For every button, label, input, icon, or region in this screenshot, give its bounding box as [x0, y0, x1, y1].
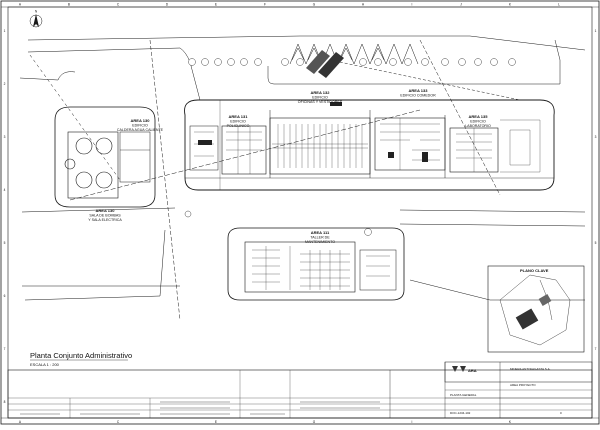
dark-fixtures [198, 102, 428, 162]
grid-row-label: 2 [4, 82, 6, 86]
row-labels-right: 1 3 5 7 [595, 29, 597, 351]
grid-col-label: H [362, 3, 365, 7]
grid-col-label: I [412, 420, 413, 424]
area-label-clinic: AREA 131 [229, 114, 249, 119]
area-label-boiler-l2: EDIFICIO [132, 124, 148, 128]
grid-row-label: 1 [595, 29, 597, 33]
project-name: AREA PROYECTO [510, 383, 536, 387]
grid-col-label: G [313, 3, 316, 7]
client-name: MINERA ANTOFAGASTA S.A. [510, 367, 551, 371]
grid-col-label: C [117, 420, 120, 424]
title-block: ARA MINERA ANTOFAGASTA S.A. AREA PROYECT… [7, 361, 593, 419]
workshop-interiors [252, 246, 390, 290]
key-plan: PLANO CLAVE [487, 265, 585, 353]
grid-col-label: J [460, 3, 462, 7]
area-label-workshop-l2: TALLER DE [310, 236, 330, 240]
area-label-pumps-l3: Y SALA ELECTRICA [88, 218, 122, 222]
key-plan-title: PLANO CLAVE [520, 268, 549, 273]
area-label-offices-l3: OFICINAS Y VESTIDORES [298, 100, 343, 104]
area-label-workshop: AREA 111 [311, 230, 330, 235]
grid-col-label: B [68, 3, 70, 7]
row-labels-left: 1 2 3 4 5 6 7 8 [4, 29, 6, 404]
grid-col-label: I [412, 3, 413, 7]
grid-col-label: E [215, 3, 217, 7]
area-label-lab: AREA 135 [469, 114, 489, 119]
area-label-offices: AREA 132 [311, 90, 331, 95]
grid-bubbles [184, 58, 516, 236]
area-label-lab-l2: EDIFICIO [470, 120, 486, 124]
area-label-clinic-l3: POLICLINICO [227, 124, 250, 128]
area-label-dining: AREA 133 [409, 88, 429, 93]
revision-number: 0 [560, 411, 562, 415]
area-label-boiler-l3: CALDERA AGUA CALIENTE [117, 128, 164, 132]
grid-row-label: 5 [4, 241, 6, 245]
area-label-dining-l2: EDIFICIO COMEDOR [400, 94, 436, 98]
boiler-building [54, 106, 156, 208]
column-labels-top: A B C D E F G H I J K L [19, 3, 560, 7]
main-building [184, 99, 555, 191]
grid-col-label: K [509, 420, 512, 424]
hatched-parking-block [306, 50, 344, 78]
company-logo-text: ARA [468, 368, 477, 373]
drawing-title-block: Planta Conjunto Administrativo ESCALA 1 … [30, 351, 132, 367]
maintenance-workshop [227, 227, 405, 301]
north-label: N [35, 10, 38, 14]
grid-col-label: D [166, 3, 169, 7]
grid-row-label: 7 [4, 347, 6, 351]
tanks [64, 131, 119, 199]
area-label-workshop-l3: MANTENIMIENTO [305, 240, 335, 244]
grid-row-label: 8 [4, 400, 6, 404]
area-label-lab-l3: LABORATORIO [465, 124, 491, 128]
north-arrow: N [29, 10, 43, 28]
grid-col-label: C [117, 3, 120, 7]
grid-col-label: A [19, 420, 22, 424]
drawing-number: DOC-1234-102 [450, 411, 471, 415]
area-label-offices-l2: EDIFICIO [312, 96, 328, 100]
grid-row-label: 4 [4, 188, 6, 192]
grid-col-label: K [509, 3, 512, 7]
grid-row-label: 7 [595, 347, 597, 351]
grid-row-label: 3 [595, 135, 597, 139]
grid-col-label: E [215, 420, 217, 424]
area-label-pumps: AREA 130 [96, 208, 116, 213]
grid-row-label: 5 [595, 241, 597, 245]
area-label-clinic-l2: EDIFICIO [230, 120, 246, 124]
grid-row-label: 1 [4, 29, 6, 33]
area-labels: AREA 132 EDIFICIO OFICINAS Y VESTIDORES … [88, 88, 491, 244]
grid-col-label: G [313, 420, 316, 424]
drawing-title: Planta Conjunto Administrativo [30, 351, 132, 360]
grid-col-label: F [264, 3, 266, 7]
site-boundary [19, 35, 586, 321]
column-labels-bottom: A C E G I K [19, 420, 512, 424]
grid-row-label: 6 [4, 294, 6, 298]
drawing-scale: ESCALA 1 : 200 [30, 362, 60, 367]
sheet-name: PLANTA GENERAL [450, 393, 477, 397]
grid-col-label: L [558, 3, 560, 7]
area-label-boiler: AREA 130 [131, 118, 151, 123]
area-label-pumps-l2: SALA DE BOMBAS [89, 214, 121, 218]
grid-col-label: A [19, 3, 22, 7]
parking-chevrons [289, 43, 419, 65]
grid-row-label: 3 [4, 135, 6, 139]
